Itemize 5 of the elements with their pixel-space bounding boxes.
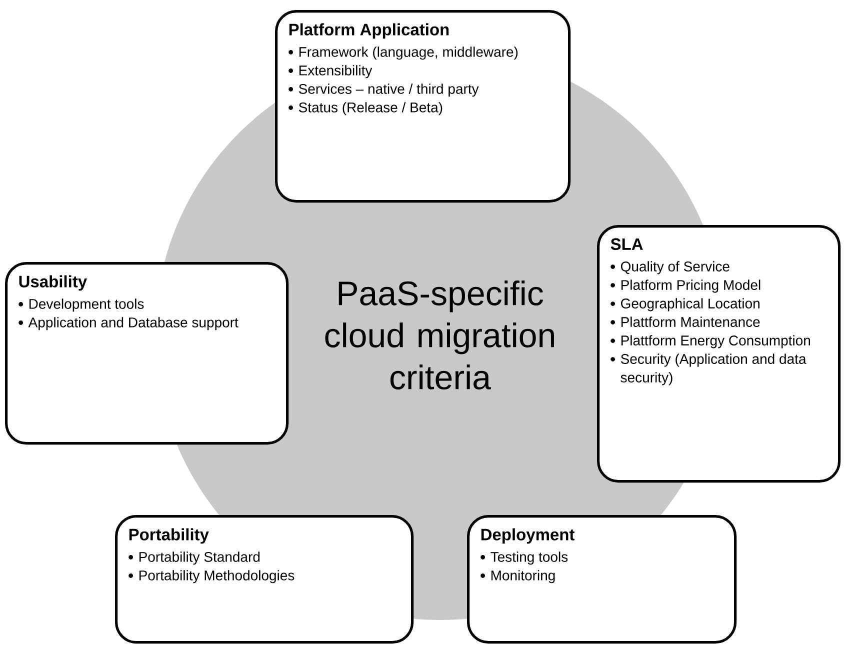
criteria-box: SLA Quality of Service Platform Pricing Model Geographical Location Plattform Maintenance Plattform Energy Consumption Security (Application and data security)	[597, 225, 841, 483]
criteria-box: Portability Portability Standard Portability Methodologies	[115, 515, 414, 644]
criteria-box: Platform Application Framework (language, middleware) Extensibility Services – native / third party Status (Release / Beta)	[275, 10, 571, 203]
criteria-box: Deployment Testing tools Monitoring	[467, 515, 737, 644]
criteria-box: Usability Development tools Application and Database support	[5, 262, 289, 445]
